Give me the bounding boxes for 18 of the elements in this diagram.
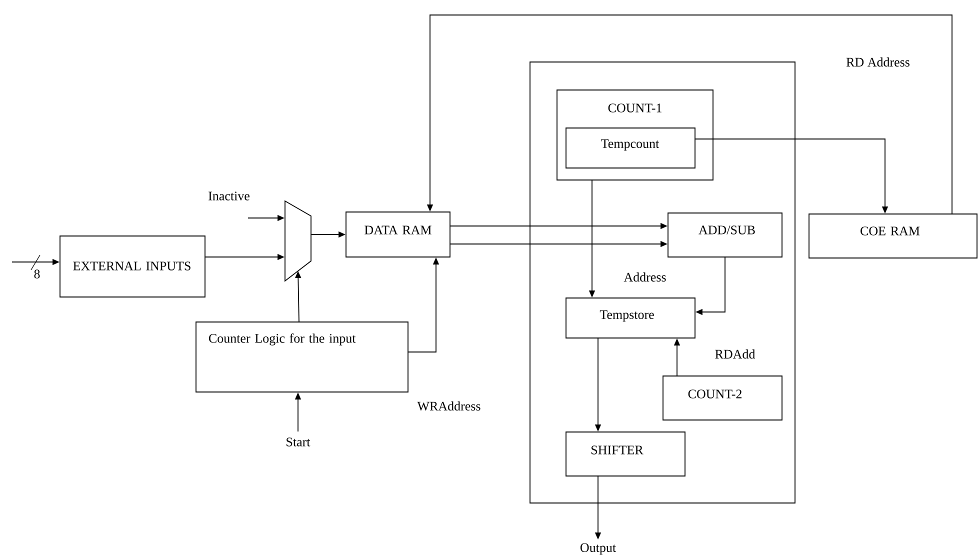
block-box: Counter Logic for the input bbox=[196, 322, 408, 392]
block-box: ADD/SUB bbox=[668, 212, 782, 258]
edge-label: 8 bbox=[32, 268, 42, 280]
signal-text: Output bbox=[580, 543, 616, 555]
block-box: Tempstore bbox=[566, 298, 696, 338]
edge-label: RDAdd bbox=[714, 348, 756, 360]
edge-label: Address bbox=[622, 271, 668, 283]
edge-label: WRAddress bbox=[416, 400, 482, 412]
signal-text: Start bbox=[286, 438, 310, 446]
block-box: COE RAM bbox=[808, 214, 978, 258]
enclosing-box bbox=[530, 62, 796, 504]
block-box: Tempcount bbox=[566, 128, 696, 168]
block-box: EXTERNAL INPUTS bbox=[60, 236, 206, 298]
block-box: COUNT-2 bbox=[662, 376, 782, 420]
edge-label: Inactive bbox=[207, 190, 251, 202]
block-box: SHIFTER bbox=[566, 432, 686, 476]
block-box: DATA RAM bbox=[346, 212, 450, 258]
edge-label: RD Address bbox=[845, 56, 911, 68]
